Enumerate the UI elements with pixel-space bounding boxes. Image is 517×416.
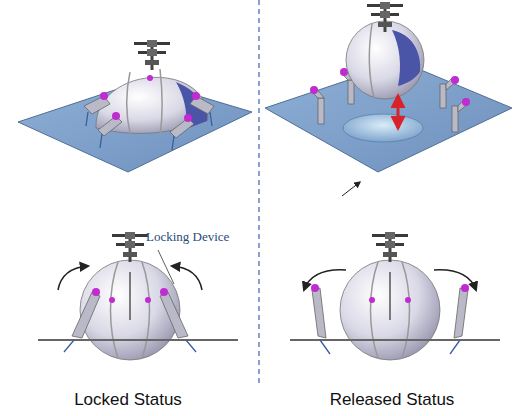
status-caption: Released Status	[330, 390, 455, 410]
leader-line	[158, 250, 174, 284]
released-front	[290, 232, 500, 360]
part-label: Locking Device	[146, 229, 229, 245]
status-caption: Locked Status	[74, 390, 182, 410]
locked-front	[38, 232, 238, 360]
released-perspective	[265, 2, 512, 196]
locked-perspective	[18, 40, 252, 172]
divider-line	[258, 0, 259, 385]
